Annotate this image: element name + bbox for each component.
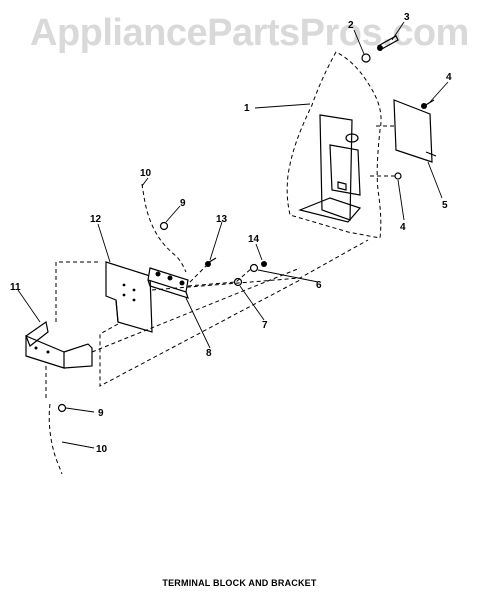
callout-1: 1 bbox=[244, 103, 250, 114]
part-14-screw bbox=[261, 261, 267, 267]
callout-5: 5 bbox=[442, 200, 448, 211]
callout-9-upper: 9 bbox=[180, 198, 186, 209]
callout-7: 7 bbox=[262, 320, 268, 331]
callout-2: 2 bbox=[348, 20, 354, 31]
part-8-terminal-block bbox=[147, 267, 189, 299]
callout-10-lower: 10 bbox=[96, 444, 108, 455]
part-3-screw bbox=[377, 35, 399, 51]
part-9-grommet-upper bbox=[159, 221, 169, 231]
part-5-plate bbox=[393, 99, 437, 163]
callout-13: 13 bbox=[216, 214, 228, 225]
part-10-wire-upper bbox=[141, 183, 187, 273]
callout-4-top: 4 bbox=[446, 72, 452, 83]
part-2-washer bbox=[361, 53, 371, 63]
part-6-washer bbox=[249, 263, 259, 273]
assembly-guide-lines bbox=[45, 125, 398, 400]
part-11-lower-bracket bbox=[25, 320, 93, 369]
callout-8: 8 bbox=[206, 348, 212, 359]
callout-4-bottom: 4 bbox=[400, 222, 406, 233]
callout-9-lower: 9 bbox=[98, 408, 104, 419]
callout-6: 6 bbox=[316, 280, 322, 291]
callout-14: 14 bbox=[248, 234, 260, 245]
diagram-caption: TERMINAL BLOCK AND BRACKET bbox=[162, 578, 317, 588]
callout-3: 3 bbox=[404, 12, 410, 23]
part-10-wire-lower bbox=[48, 403, 63, 475]
part-7-nut bbox=[233, 277, 243, 287]
callout-10-upper: 10 bbox=[140, 168, 152, 179]
watermark-logo: AppliancePartsPros.com bbox=[30, 12, 469, 54]
part-1-shroud bbox=[286, 51, 382, 239]
part-12-bracket bbox=[105, 261, 153, 333]
callout-labels: 1 2 3 4 4 5 6 7 8 9 9 10 10 11 12 13 14 bbox=[10, 12, 452, 455]
part-13-screw bbox=[205, 257, 217, 267]
leader-lines bbox=[17, 21, 449, 449]
callout-12: 12 bbox=[90, 214, 102, 225]
part-4-screw-top bbox=[421, 99, 435, 109]
part-9-grommet-lower bbox=[57, 403, 67, 413]
callout-11: 11 bbox=[10, 282, 21, 293]
part-4-screw-bottom bbox=[394, 172, 402, 180]
